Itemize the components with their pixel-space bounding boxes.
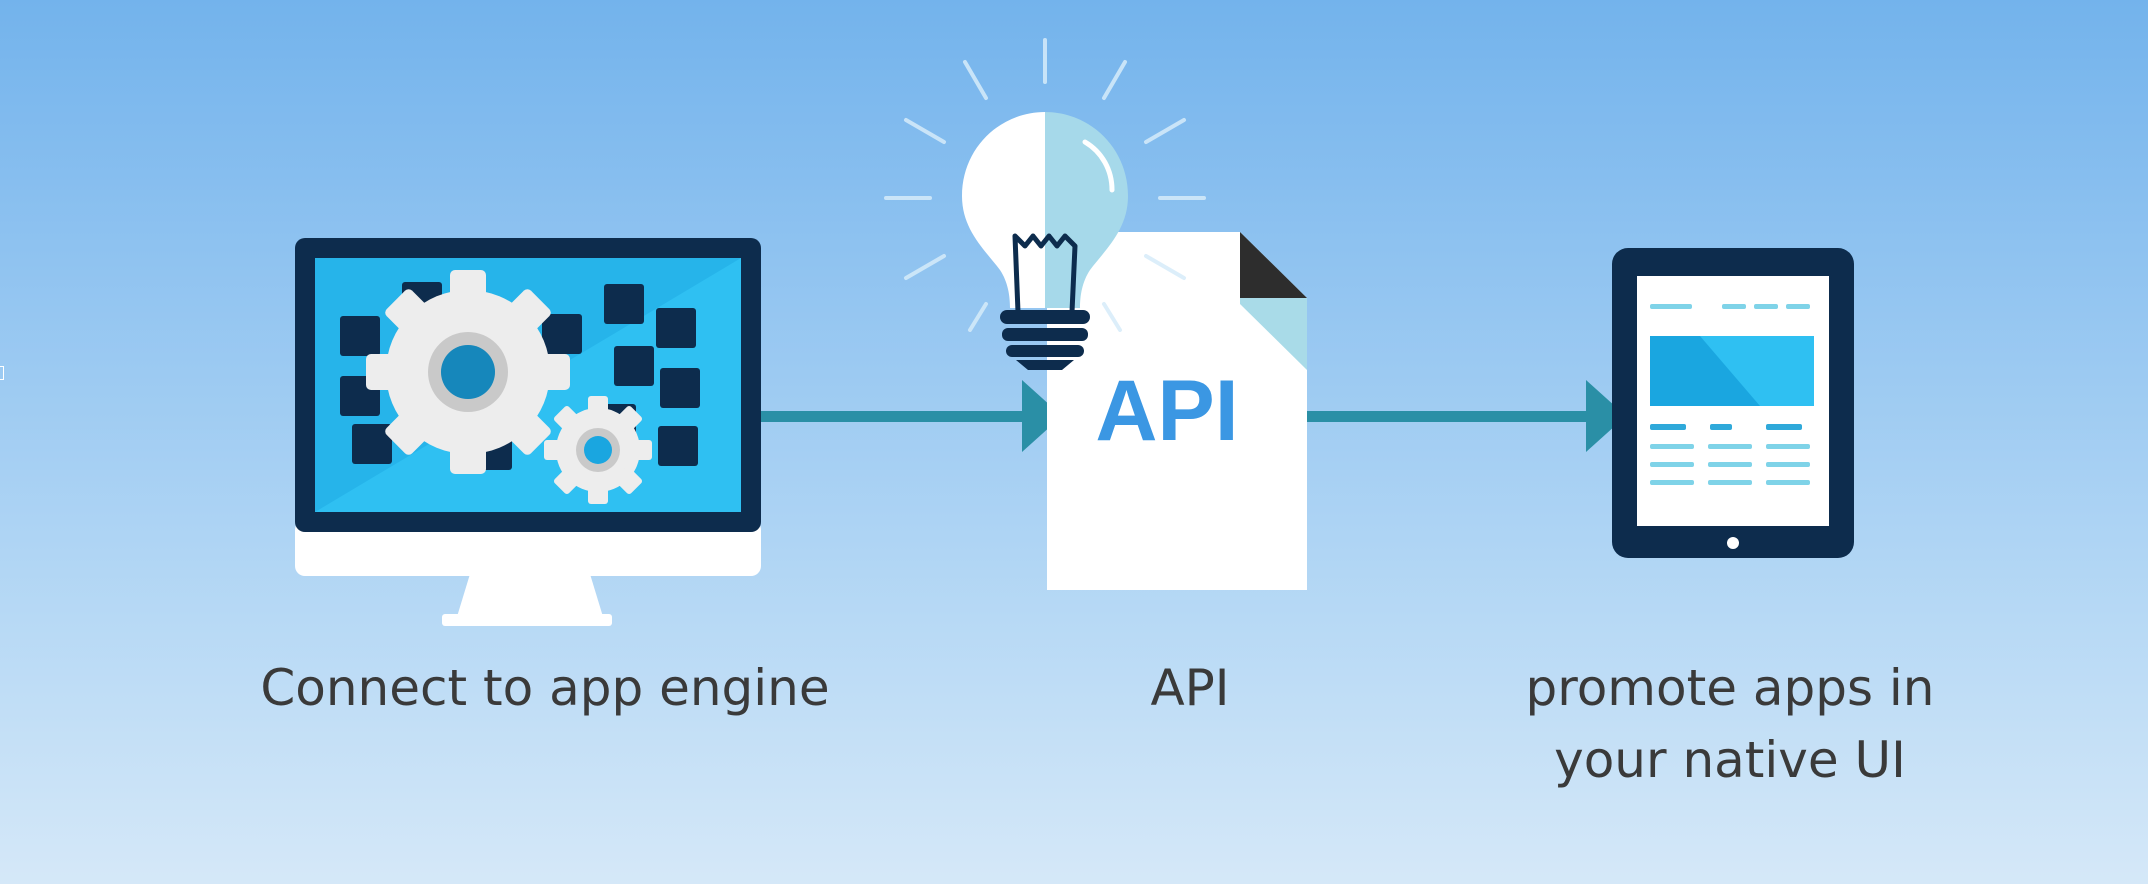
monitor-with-gears-icon: [295, 238, 761, 626]
api-document-icon: API: [1047, 232, 1307, 590]
arrow-api-to-tablet: [1305, 380, 1626, 452]
caption-promote-apps: promote apps in your native UI: [1480, 652, 1980, 796]
lightbulb-icon: [884, 38, 1206, 370]
caption-text: Connect to app engine: [260, 659, 830, 717]
api-document-text: API: [1095, 363, 1238, 459]
edge-marker: [0, 366, 4, 380]
caption-api: API: [1090, 652, 1290, 724]
caption-text: API: [1150, 659, 1230, 717]
tablet-icon: [1612, 248, 1854, 558]
caption-line: promote apps in: [1525, 659, 1935, 717]
arrow-engine-to-api: [760, 380, 1062, 452]
caption-connect-to-app-engine: Connect to app engine: [245, 652, 845, 724]
caption-line: your native UI: [1554, 731, 1906, 789]
